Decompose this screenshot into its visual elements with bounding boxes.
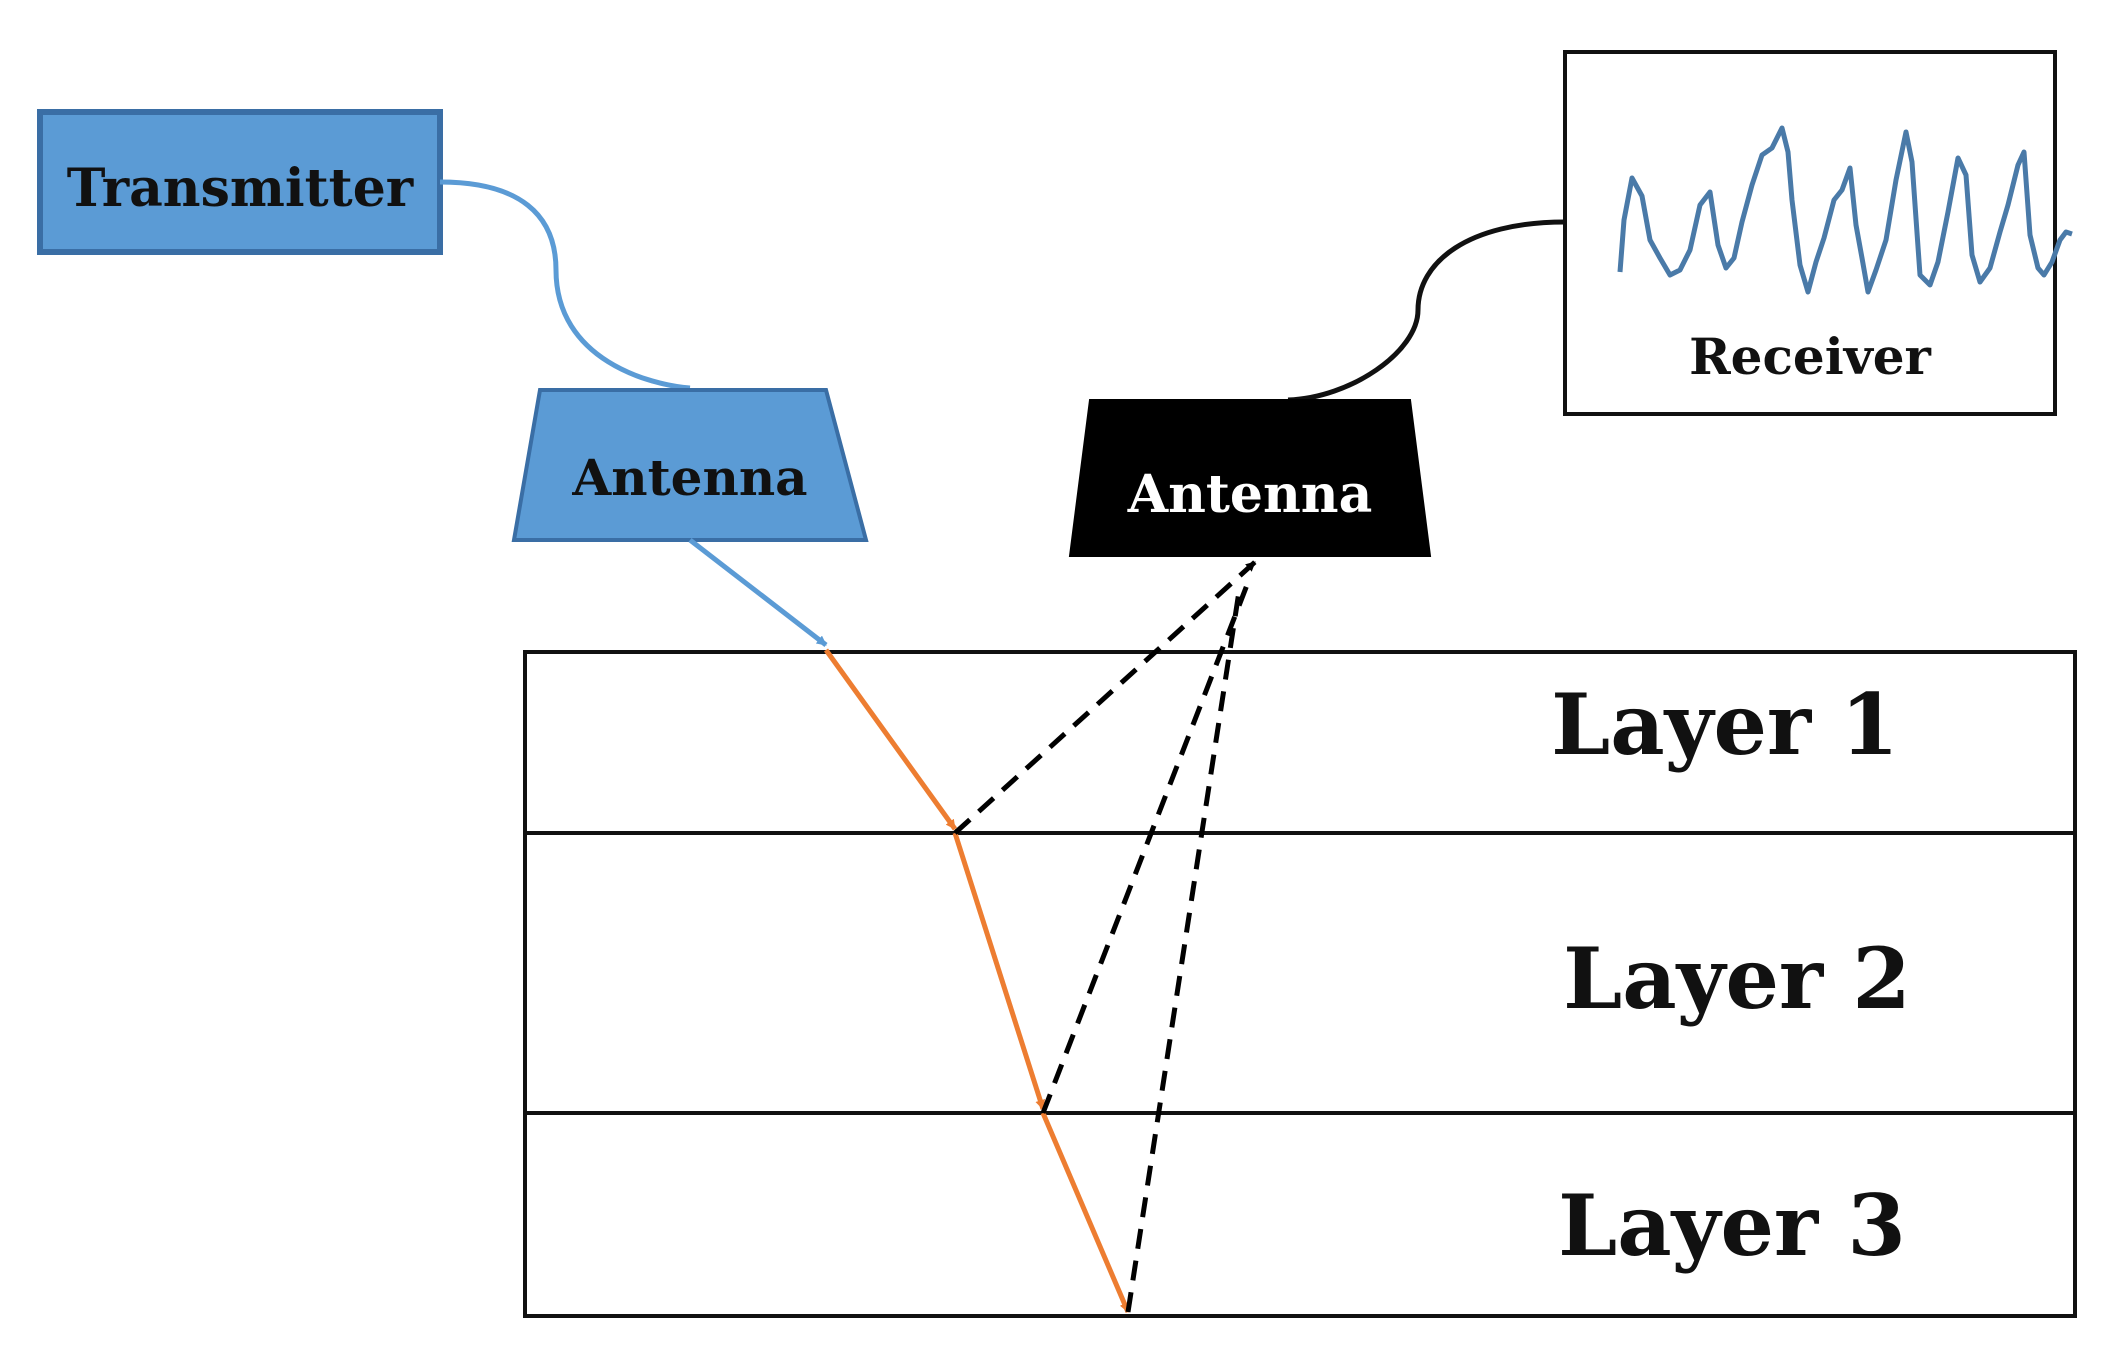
reflected-ray-boundary-1 <box>953 560 1257 835</box>
transmit-antenna-label: Antenna <box>571 448 807 507</box>
receiver-cable <box>1287 219 1566 403</box>
transmit-antenna: Antenna <box>511 388 869 542</box>
ground-layers: Layer 1 Layer 2 Layer 3 <box>523 650 2077 1318</box>
receiver-box: Receiver <box>1563 50 2073 416</box>
reflected-ray-boundary-2 <box>1040 584 1250 1114</box>
transmitter-box: Transmitter <box>37 109 443 255</box>
receiver-label: Receiver <box>1689 327 1931 386</box>
transmitter-cable <box>439 179 691 391</box>
refracted-ray-layer-3 <box>1040 1112 1131 1313</box>
layer-3-label: Layer 3 <box>1558 1176 1906 1275</box>
reflected-ray-boundary-3 <box>1125 584 1243 1313</box>
layer-1-label: Layer 1 <box>1551 675 1899 774</box>
refracted-ray-layer-1 <box>823 648 958 831</box>
layer-stack-outline <box>523 650 2077 1318</box>
receive-antenna: Antenna <box>1068 399 1432 557</box>
incident-ray-arrow <box>688 538 828 647</box>
receive-antenna-label: Antenna <box>1127 464 1373 525</box>
refracted-ray-layer-2 <box>952 832 1046 1110</box>
signal-waveform-icon <box>1617 125 2073 295</box>
transmitter-label: Transmitter <box>67 158 414 219</box>
layer-2-label: Layer 2 <box>1563 929 1911 1028</box>
